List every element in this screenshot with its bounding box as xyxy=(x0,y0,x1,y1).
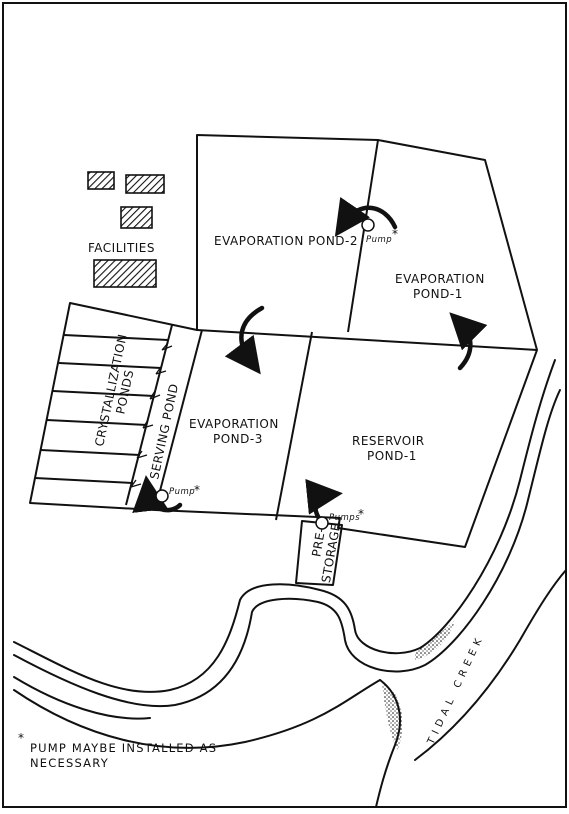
creek-bank-lower-left xyxy=(13,679,381,749)
facilities-buildings xyxy=(87,171,165,288)
pumps-prestorage-marker xyxy=(315,516,329,530)
divider-cryst-serving xyxy=(125,324,173,506)
footnote-line2: NECESSARY xyxy=(30,756,109,770)
serving-flow-arrows xyxy=(130,342,173,488)
pump-serving-label: Pump xyxy=(169,487,195,497)
pump-top-marker xyxy=(361,218,375,232)
facility-block-4 xyxy=(93,259,157,288)
arrow-pond2-to-pond3 xyxy=(224,305,265,375)
outer-boundary xyxy=(29,134,538,548)
creek-bank-mid xyxy=(13,389,561,708)
facilities-label: FACILITIES xyxy=(88,241,155,255)
arrow-pump-serving xyxy=(132,475,183,513)
creek-mudflat-lower xyxy=(382,682,403,750)
reservoir-pond-1-label-line2: POND-1 xyxy=(367,449,417,463)
creek-mudflat-upper xyxy=(415,620,455,660)
cryst-row-6 xyxy=(34,477,134,484)
footnote-line1: PUMP MAYBE INSTALLED AS xyxy=(30,741,217,755)
cryst-row-1 xyxy=(63,334,169,341)
pump-serving-marker xyxy=(155,489,169,503)
divider-upper-lower xyxy=(196,329,538,351)
footnote-asterisk: * xyxy=(18,731,25,745)
facility-block-1 xyxy=(87,171,115,190)
creek-inner-left xyxy=(13,676,151,720)
cryst-row-3 xyxy=(52,390,155,397)
evaporation-pond-2-label: EVAPORATION POND-2 xyxy=(214,234,358,248)
creek-bank-upper xyxy=(13,359,556,693)
divider-pond3-reservoir xyxy=(275,331,313,521)
pre-storage-label-line1: PRE- xyxy=(309,526,328,557)
pump-top-asterisk: * xyxy=(392,227,399,241)
cryst-row-4 xyxy=(46,419,148,426)
evaporation-pond-3-label-line2: POND-3 xyxy=(213,432,263,446)
reservoir-pond-1-label-line1: RESERVOIR xyxy=(352,434,425,448)
cryst-row-5 xyxy=(40,449,141,456)
arrow-pump-prestorage xyxy=(305,478,343,523)
pumps-prestorage-label: Pumps xyxy=(329,513,360,523)
evaporation-pond-1-label-line1: EVAPORATION xyxy=(395,272,485,286)
pump-serving-asterisk: * xyxy=(194,483,201,497)
evaporation-pond-1-label-line2: POND-1 xyxy=(413,287,463,301)
arrow-pump-top xyxy=(334,196,398,237)
evaporation-pond-3-label-line1: EVAPORATION xyxy=(189,417,279,431)
facility-block-3 xyxy=(120,206,153,229)
pump-top-label: Pump xyxy=(366,235,392,245)
facility-block-2 xyxy=(125,174,165,194)
pumps-prestorage-asterisk: * xyxy=(358,507,365,521)
cryst-row-2 xyxy=(58,362,162,369)
creek-channel-right xyxy=(414,569,567,761)
arrow-reservoir-to-pond1 xyxy=(449,312,488,371)
